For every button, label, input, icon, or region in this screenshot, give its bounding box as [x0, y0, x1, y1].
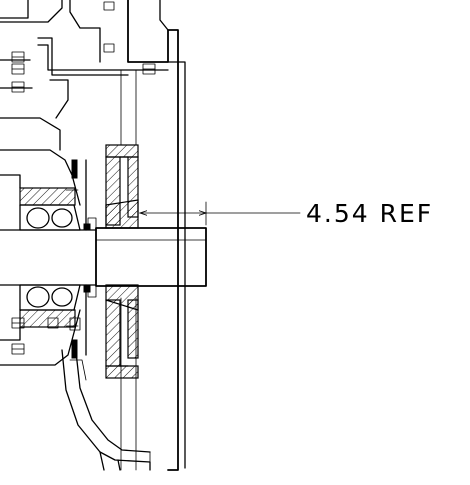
- bearing-lower: [19, 284, 81, 328]
- pulley-hub: [105, 144, 139, 379]
- gear-housing: [0, 149, 97, 366]
- bolt-group-top: [11, 1, 156, 93]
- top-bracket: [0, 0, 169, 151]
- bolt-group-lower: [11, 317, 81, 355]
- support-arm: [61, 349, 151, 471]
- output-shaft: [0, 227, 207, 287]
- bearing-upper: [19, 187, 81, 231]
- dimension-4-54-ref: 4.54 REF: [140, 199, 433, 228]
- dimension-label: 4.54 REF: [306, 199, 433, 228]
